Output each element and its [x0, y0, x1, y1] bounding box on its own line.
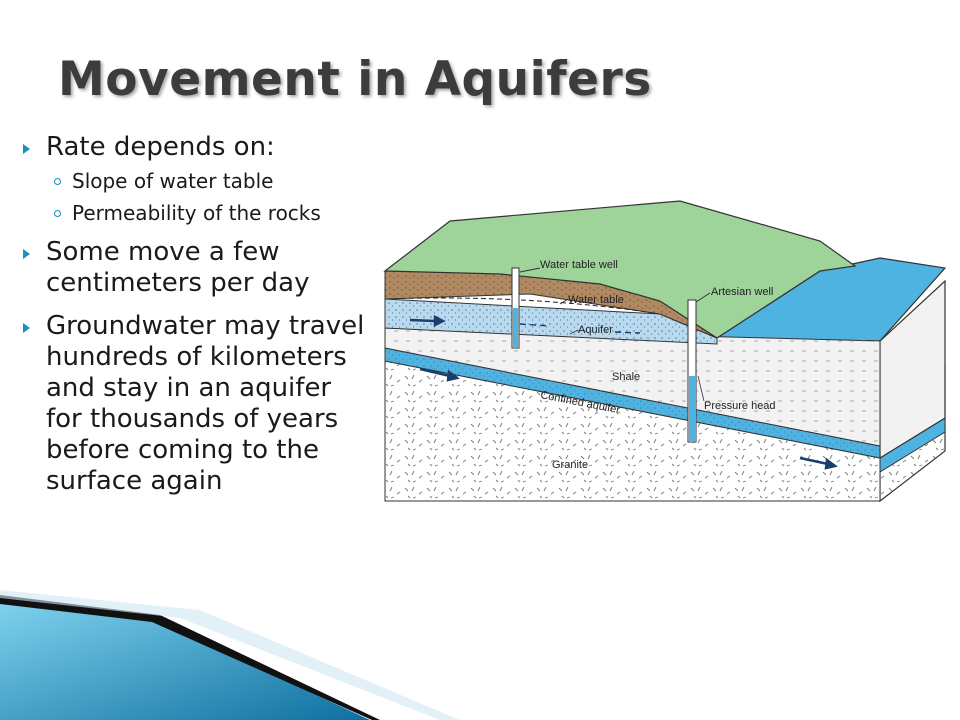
label-water-table: Water table	[568, 294, 624, 306]
arrow-bullet-icon	[23, 144, 30, 154]
label-granite: Granite	[552, 459, 588, 471]
bullet-movement-text: Some move a few centimeters per day	[46, 237, 310, 298]
bullet-rate: Rate depends on: Slope of water table Pe…	[20, 132, 372, 225]
sub-bullet-text: Permeability of the rocks	[72, 201, 321, 225]
bullet-rate-text: Rate depends on:	[46, 132, 275, 162]
label-aquifer: Aquifer	[578, 324, 613, 336]
sub-bullet-text: Slope of water table	[72, 169, 274, 193]
flow-arrow-icon	[409, 314, 838, 470]
artesian-well	[687, 299, 697, 443]
circle-bullet-icon	[54, 210, 61, 217]
label-artesian-well: Artesian well	[711, 286, 773, 298]
bullet-list: Rate depends on: Slope of water table Pe…	[20, 132, 372, 509]
arrow-bullet-icon	[23, 323, 30, 333]
label-water-table-well: Water table well	[540, 259, 618, 271]
circle-bullet-icon	[54, 178, 61, 185]
sub-bullet-slope: Slope of water table	[46, 170, 372, 193]
slide-title: Movement in Aquifers	[58, 52, 652, 107]
bullet-groundwater-text: Groundwater may travel hundreds of kilom…	[46, 311, 365, 496]
sub-bullet-permeability: Permeability of the rocks	[46, 202, 372, 225]
land-surface	[383, 200, 857, 339]
arrow-bullet-icon	[23, 249, 30, 259]
bullet-groundwater: Groundwater may travel hundreds of kilom…	[20, 311, 372, 497]
bullet-movement: Some move a few centimeters per day	[20, 237, 372, 299]
label-shale: Shale	[612, 371, 640, 383]
aquifer-diagram: Water table well Artesian well Water tab…	[383, 200, 947, 503]
decorative-wave	[0, 590, 460, 720]
label-pressure-head: Pressure head	[704, 400, 776, 412]
